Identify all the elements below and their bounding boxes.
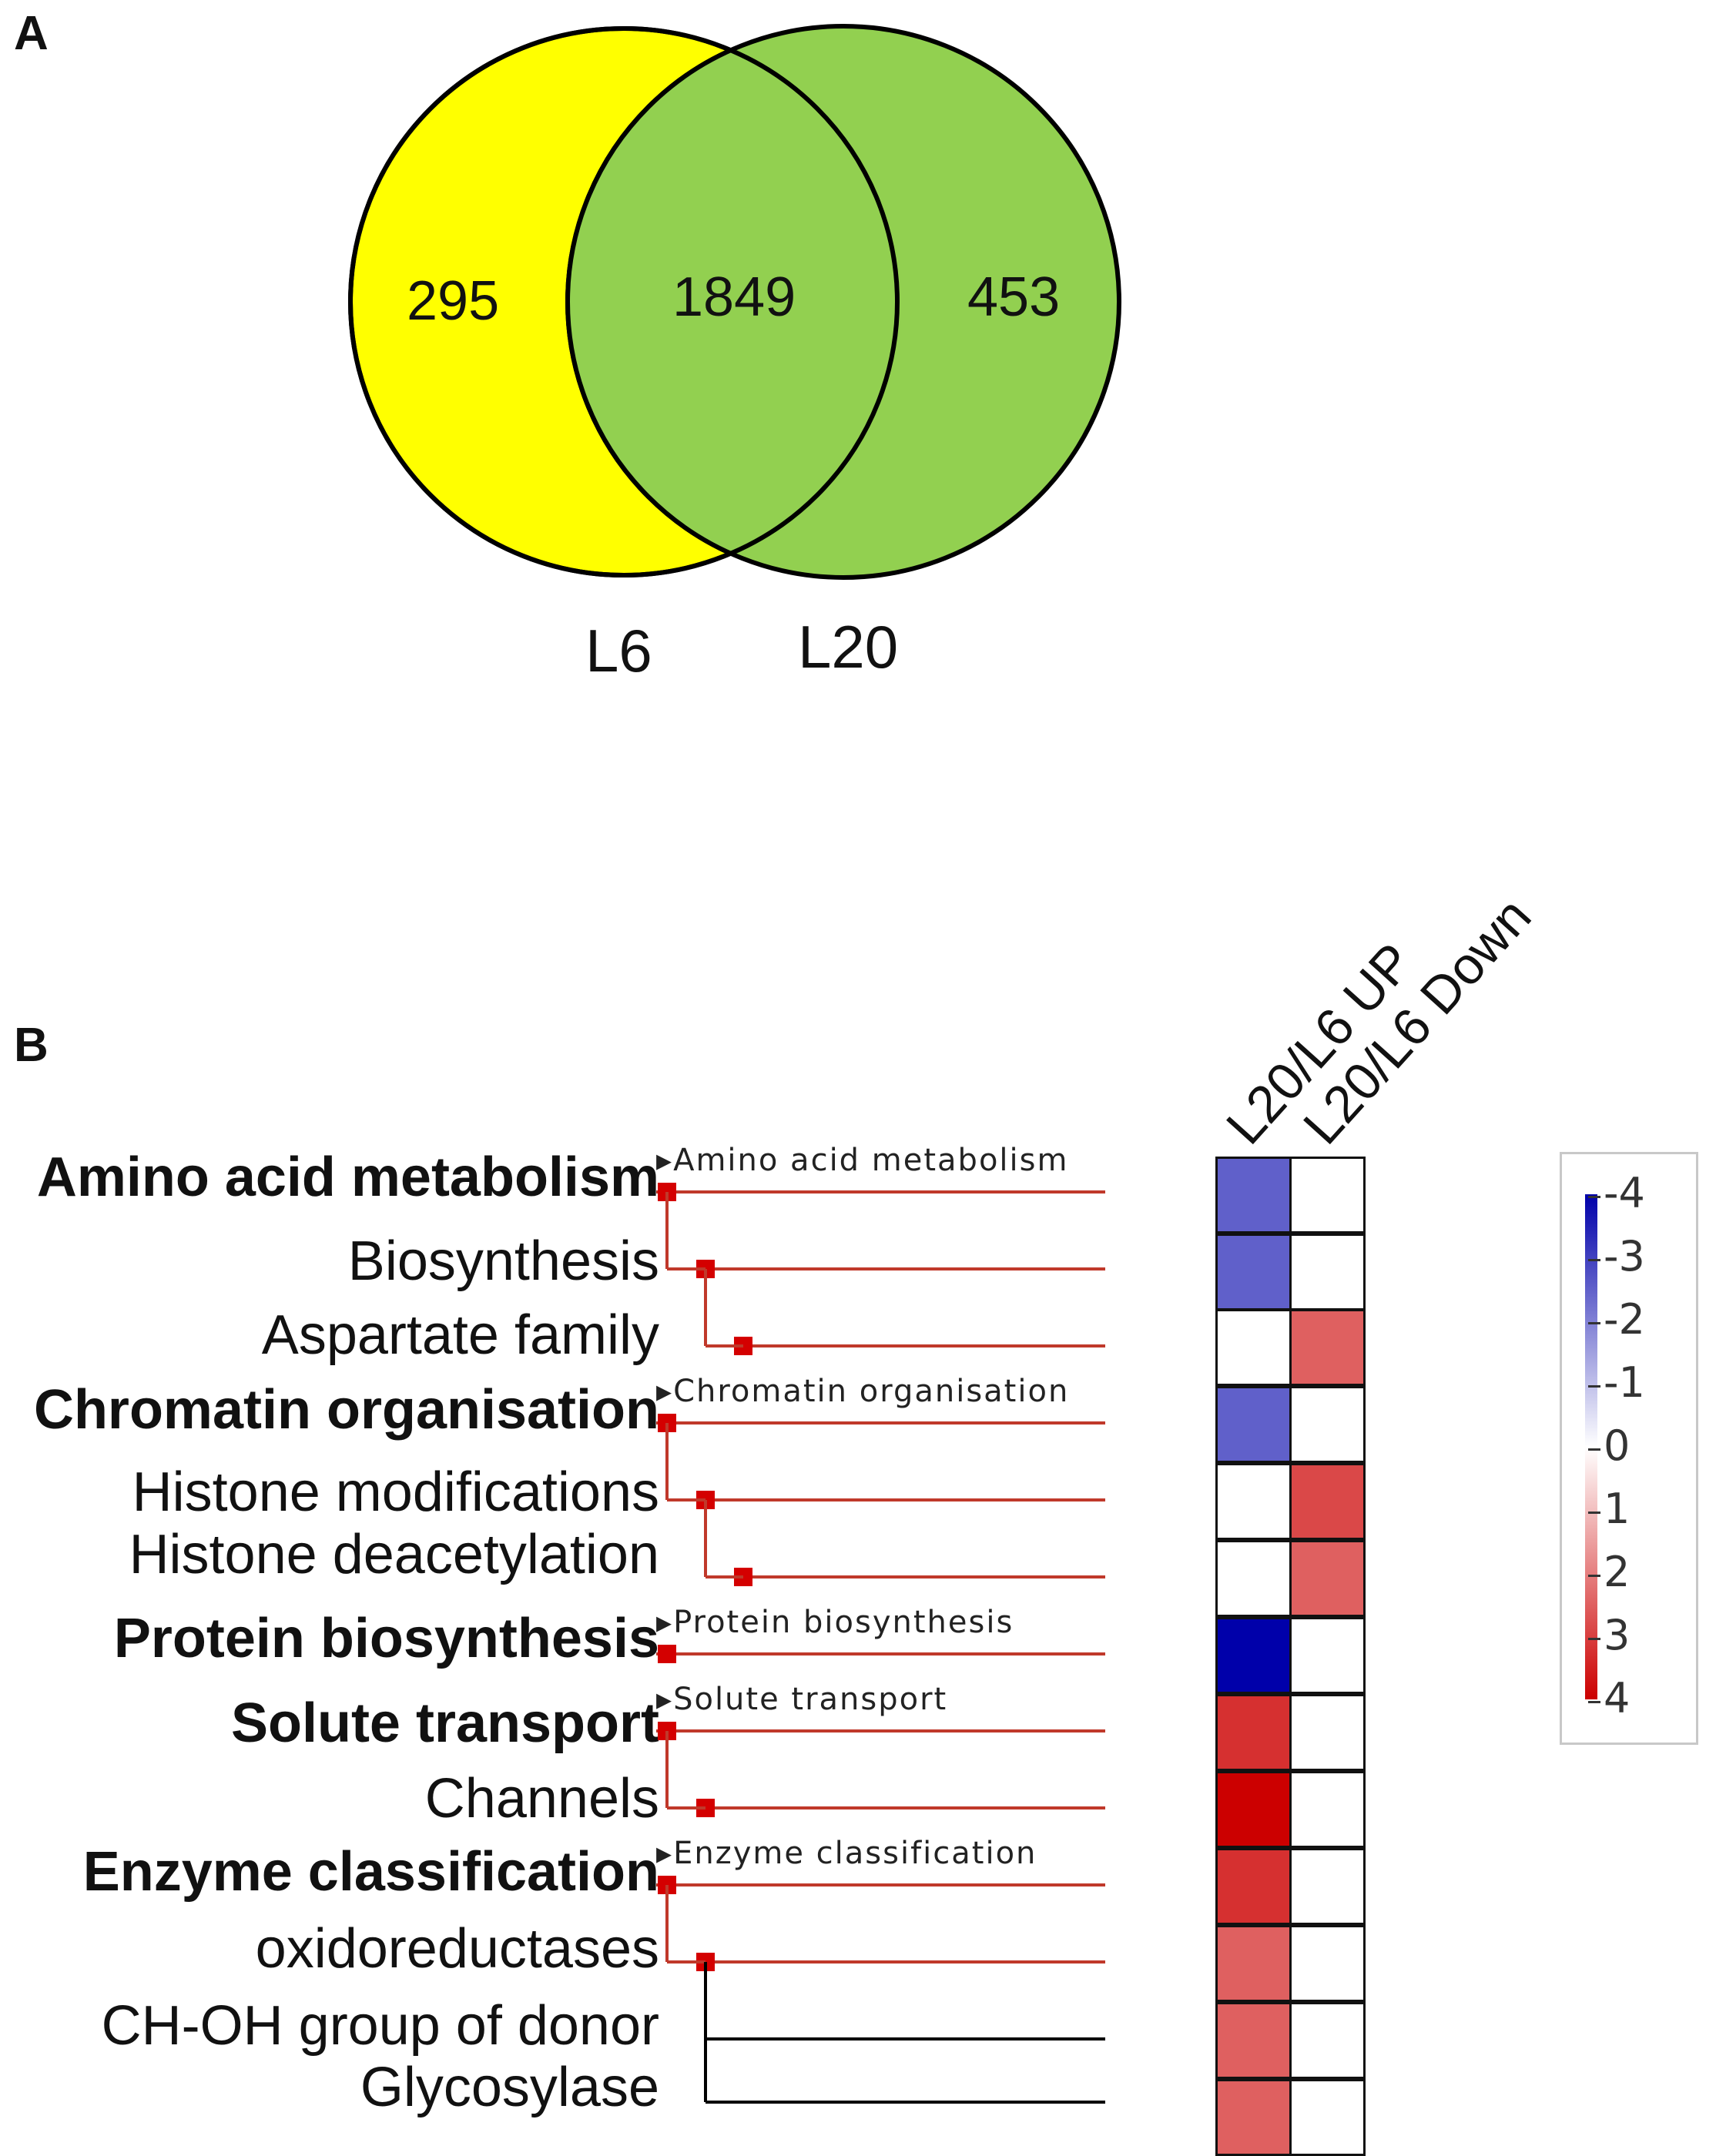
venn-only-l20-count: 453 (967, 266, 1061, 328)
heatmap-cell (1289, 1157, 1366, 1234)
row-label: Enzyme classification (82, 1841, 659, 1903)
legend-color-bar (1585, 1194, 1597, 1699)
heatmap-cell (1289, 1386, 1366, 1463)
legend-tick: -4 (1604, 1169, 1645, 1217)
heatmap-cell (1215, 1771, 1292, 1848)
heatmap-cell (1289, 2079, 1366, 2156)
legend-tick-mark (1588, 1701, 1600, 1703)
legend-tick-mark (1588, 1322, 1600, 1324)
heatmap-cell (1289, 1694, 1366, 1771)
heatmap-cell (1289, 1540, 1366, 1617)
heatmap-cell (1215, 1157, 1292, 1234)
heatmap-cell (1215, 1925, 1292, 2002)
row-label: Biosynthesis (347, 1230, 659, 1292)
legend-tick-mark (1588, 1512, 1600, 1514)
heatmap-cell (1215, 1694, 1292, 1771)
legend-tick: -1 (1604, 1358, 1645, 1407)
row-label: Channels (424, 1768, 659, 1830)
row-label: Chromatin organisation (33, 1379, 659, 1441)
row-label: Amino acid metabolism (36, 1147, 659, 1208)
legend-tick: 0 (1604, 1421, 1631, 1470)
heatmap-cell (1215, 2079, 1292, 2156)
color-legend (1560, 1152, 1698, 1745)
legend-tick-mark (1588, 1448, 1600, 1451)
tree-group-title: ▸Amino acid metabolism (656, 1143, 1069, 1178)
venn-left-outline (348, 26, 900, 578)
row-label: oxidoreductases (255, 1918, 659, 1980)
legend-tick-mark (1588, 1385, 1600, 1388)
venn-only-l6-count: 295 (407, 270, 500, 332)
tree-group-title: ▸Protein biosynthesis (656, 1605, 1014, 1640)
row-label: Solute transport (230, 1692, 659, 1754)
legend-tick-mark (1588, 1575, 1600, 1577)
legend-tick-mark (1588, 1259, 1600, 1261)
heatmap-cell (1289, 1848, 1366, 1925)
heatmap-cell (1215, 1234, 1292, 1311)
heatmap-cell (1215, 1617, 1292, 1694)
row-label: Glycosylase (360, 2057, 659, 2118)
heatmap-cell (1289, 1771, 1366, 1848)
venn-set-label-l20: L20 (798, 613, 899, 681)
tree-group-title: ▸Solute transport (656, 1682, 948, 1717)
legend-tick-mark (1588, 1196, 1600, 1198)
venn-intersection (565, 28, 897, 575)
tree-group-title: ▸Enzyme classification (656, 1836, 1037, 1871)
heatmap-cell (1215, 2002, 1292, 2079)
tree-group-title: ▸Chromatin organisation (656, 1374, 1070, 1409)
legend-tick: 2 (1604, 1548, 1631, 1596)
heatmap-cell (1289, 2002, 1366, 2079)
panel-a-label: A (14, 7, 49, 60)
legend-tick: -3 (1604, 1232, 1645, 1281)
row-label: CH-OH group of donor (101, 1995, 659, 2057)
legend-tick: -2 (1604, 1295, 1645, 1344)
heatmap-cell (1289, 1463, 1366, 1540)
venn-diagram (348, 24, 1121, 580)
row-label: Aspartate family (261, 1304, 659, 1366)
heatmap-cell (1215, 1309, 1292, 1386)
heatmap-cell (1289, 1925, 1366, 2002)
row-label: Histone deacetylation (129, 1524, 659, 1585)
legend-tick: 1 (1604, 1485, 1631, 1533)
heatmap-cell (1215, 1463, 1292, 1540)
venn-set-label-l6: L6 (585, 617, 652, 685)
heatmap-cell (1289, 1309, 1366, 1386)
heatmap-cell (1215, 1540, 1292, 1617)
heatmap-cell (1215, 1386, 1292, 1463)
heatmap-cell (1289, 1234, 1366, 1311)
panel-b-label: B (14, 1019, 49, 1072)
heatmap-cell (1289, 1617, 1366, 1694)
row-label: Histone modifications (132, 1461, 659, 1523)
row-label: Protein biosynthesis (113, 1608, 659, 1669)
legend-tick-mark (1588, 1638, 1600, 1640)
tree-node (658, 1645, 676, 1663)
legend-tick: 4 (1604, 1674, 1631, 1722)
legend-tick: 3 (1604, 1611, 1631, 1659)
venn-intersection-count: 1849 (672, 266, 796, 328)
heatmap-cell (1215, 1848, 1292, 1925)
